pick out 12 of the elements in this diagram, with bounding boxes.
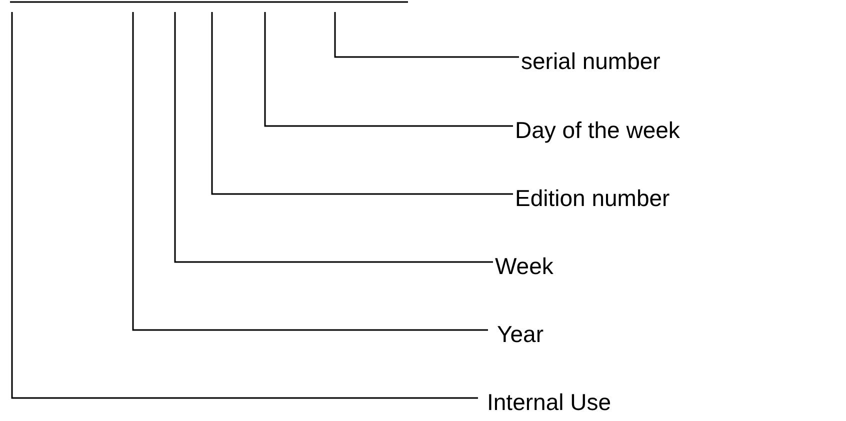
field-label: Day of the week	[515, 117, 680, 143]
leader-line	[11, 12, 478, 399]
field-label: Edition number	[515, 185, 670, 211]
leader-line	[211, 12, 513, 195]
field-label: serial number	[521, 48, 660, 74]
leader-line	[334, 12, 519, 58]
field-label: Week	[495, 253, 554, 279]
leader-line	[132, 12, 488, 331]
leader-line	[174, 12, 493, 263]
field-label: Internal Use	[487, 389, 612, 415]
field-label: Year	[497, 321, 544, 347]
leader-line	[264, 12, 513, 127]
